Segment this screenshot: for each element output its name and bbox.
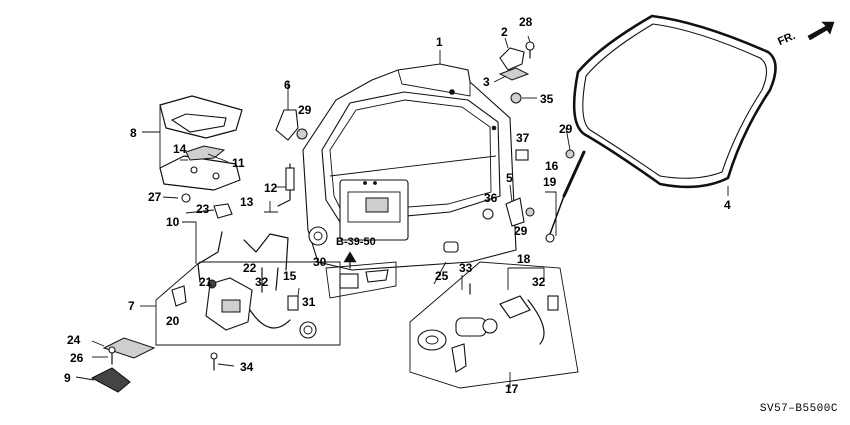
callout-14: 14 <box>173 142 187 156</box>
callout-5: 5 <box>506 171 513 185</box>
diagram-code: SV57–B5500C <box>759 403 838 415</box>
grommet <box>308 226 328 246</box>
front-direction-arrow <box>807 21 835 41</box>
callout-3: 3 <box>483 75 490 89</box>
callout-29-upper: 29 <box>298 103 312 117</box>
reference-label: B-39-50 <box>336 236 376 248</box>
callout-19: 19 <box>543 175 557 189</box>
callout-28: 28 <box>519 15 533 29</box>
callout-20: 20 <box>166 314 180 328</box>
hinge-assembly <box>498 41 535 104</box>
callout-11: 11 <box>232 156 245 170</box>
latch-assembly-group <box>155 261 341 346</box>
leader-lines <box>75 35 729 388</box>
callout-8: 8 <box>130 126 137 140</box>
weatherstrip-seal <box>572 14 777 189</box>
callout-15: 15 <box>283 269 297 283</box>
tailgate-handle <box>159 95 243 191</box>
emblem-group <box>325 261 397 299</box>
callout-9: 9 <box>64 371 71 385</box>
reference-arrow <box>343 251 357 269</box>
callout-7: 7 <box>128 299 135 313</box>
callout-27: 27 <box>148 190 162 204</box>
callout-26: 26 <box>70 351 84 365</box>
callout-4: 4 <box>724 198 731 212</box>
callout-2: 2 <box>501 25 508 39</box>
gas-strut <box>545 149 586 243</box>
callout-12: 12 <box>264 181 278 195</box>
callout-6: 6 <box>284 78 291 92</box>
callout-21: 21 <box>199 275 213 289</box>
callout-24: 24 <box>67 333 81 347</box>
center-small-parts <box>443 149 535 253</box>
callout-25: 25 <box>435 269 449 283</box>
callout-16: 16 <box>545 159 559 173</box>
callout-17: 17 <box>505 382 519 396</box>
callout-18: 18 <box>517 252 531 266</box>
callout-10: 10 <box>166 215 180 229</box>
callout-13: 13 <box>240 195 254 209</box>
stay-bracket-upper <box>275 109 308 141</box>
lock-cylinder-group <box>409 261 579 389</box>
callout-1: 1 <box>436 35 443 49</box>
small-parts-left <box>90 337 218 393</box>
callout-31: 31 <box>302 295 316 309</box>
callout-29-strut: 29 <box>559 122 573 136</box>
tailgate-panel <box>302 63 517 271</box>
callout-37: 37 <box>516 131 530 145</box>
callout-29-center: 29 <box>514 224 528 238</box>
callout-32-latch: 32 <box>255 275 269 289</box>
callout-22: 22 <box>243 261 257 275</box>
lock-rods <box>181 163 295 283</box>
callout-32-lock: 32 <box>532 275 546 289</box>
callout-23: 23 <box>196 202 210 216</box>
callout-35: 35 <box>540 92 554 106</box>
callout-36: 36 <box>484 191 498 205</box>
callout-33: 33 <box>459 261 473 275</box>
callout-30: 30 <box>313 255 327 269</box>
callout-34: 34 <box>240 360 254 374</box>
